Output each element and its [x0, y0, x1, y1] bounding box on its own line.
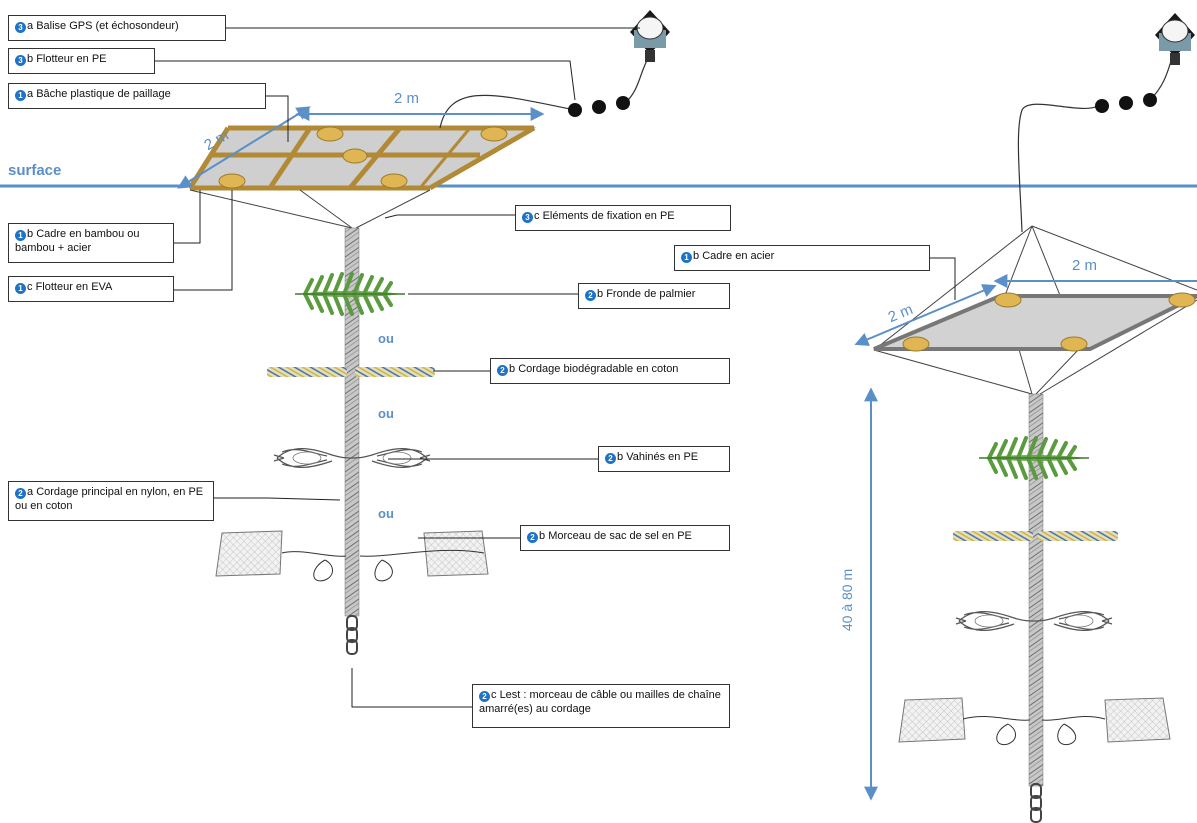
number-badge: 1: [15, 90, 26, 101]
salt-bag-icon: [215, 530, 489, 582]
number-badge: 1: [681, 252, 692, 263]
pe-floats: [568, 96, 630, 117]
or-label: ou: [378, 331, 394, 346]
number-badge: 3: [522, 212, 533, 223]
number-badge: 2: [605, 453, 616, 464]
number-badge: 1: [15, 283, 26, 294]
leader-lines: [155, 27, 640, 708]
or-label: ou: [378, 506, 394, 521]
number-badge: 2: [479, 691, 490, 702]
or-label: ou: [378, 406, 394, 421]
number-badge: 2: [497, 365, 508, 376]
depth-range-label: 40 à 80 m: [839, 568, 856, 632]
number-badge: 2: [15, 488, 26, 499]
width-dimension-label-right: 2 m: [1072, 257, 1098, 274]
surface-label: surface: [8, 162, 62, 179]
width-dimension-label: 2 m: [394, 90, 420, 107]
number-badge: 3: [15, 55, 26, 66]
float-tether: [439, 94, 576, 129]
gps-buoy-icon: [629, 9, 671, 63]
bridle-lines: [189, 189, 431, 229]
palm-frond-icon: [293, 272, 407, 316]
number-badge: 1: [15, 230, 26, 241]
number-badge: 2: [527, 532, 538, 543]
number-badge: 2: [585, 290, 596, 301]
chain-weight-icon: [346, 615, 358, 655]
number-badge: 3: [15, 22, 26, 33]
